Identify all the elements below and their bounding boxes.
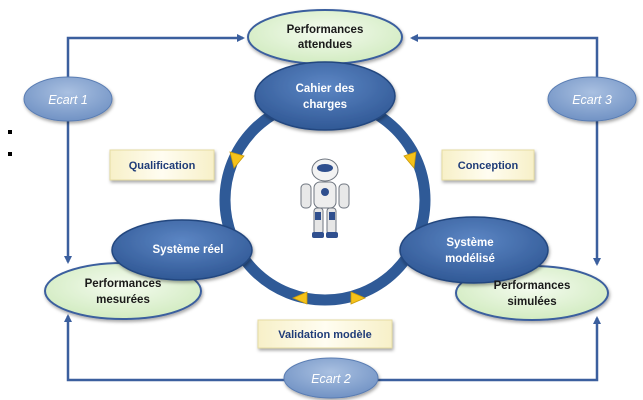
connector-ecart2-to-mesurees bbox=[64, 314, 290, 382]
validation-box bbox=[257, 319, 393, 349]
connector-ecart2-to-simulees bbox=[372, 316, 601, 382]
node-ecart2 bbox=[283, 357, 379, 399]
arrow-validation-left bbox=[291, 291, 308, 305]
node-systeme-modelise bbox=[399, 216, 549, 284]
systeme-reel-label: Système réel bbox=[153, 244, 224, 256]
node-cahier-des-charges bbox=[254, 61, 396, 131]
node-systeme-reel bbox=[111, 219, 253, 281]
conception-box bbox=[441, 149, 535, 181]
ecart1-label: Ecart 1 bbox=[48, 93, 88, 107]
qualification-box bbox=[109, 149, 215, 181]
performances-mesurees-line2: mesurées bbox=[96, 294, 150, 306]
validation-label: Validation modèle bbox=[278, 329, 372, 341]
node-ecart1 bbox=[23, 76, 113, 122]
systeme-modelise-line1: Système bbox=[446, 237, 493, 249]
bullet-marker bbox=[8, 130, 12, 134]
performances-simulees-line2: simulées bbox=[507, 296, 556, 308]
robot-icon bbox=[300, 158, 350, 238]
cycle-arrows bbox=[229, 151, 417, 305]
node-performances-attendues bbox=[247, 9, 403, 65]
cahier-des-charges-line2: charges bbox=[303, 99, 347, 111]
node-ecart3 bbox=[547, 76, 637, 122]
performances-attendues-line2: attendues bbox=[298, 39, 352, 51]
arrow-conception bbox=[403, 151, 417, 169]
performances-attendues-line1: Performances bbox=[287, 24, 364, 36]
cahier-des-charges-line1: Cahier des bbox=[296, 83, 355, 95]
ecart2-label: Ecart 2 bbox=[311, 372, 351, 386]
arrow-qualification bbox=[229, 151, 245, 169]
qualification-label: Qualification bbox=[129, 160, 196, 172]
arrow-validation-right bbox=[350, 291, 367, 305]
performances-mesurees-line1: Performances bbox=[85, 278, 162, 290]
systeme-modelise-line2: modélisé bbox=[445, 253, 495, 265]
bullet-marker bbox=[8, 152, 12, 156]
ecart3-label: Ecart 3 bbox=[572, 93, 612, 107]
performances-simulees-line1: Performances bbox=[494, 280, 571, 292]
conception-label: Conception bbox=[458, 160, 519, 172]
